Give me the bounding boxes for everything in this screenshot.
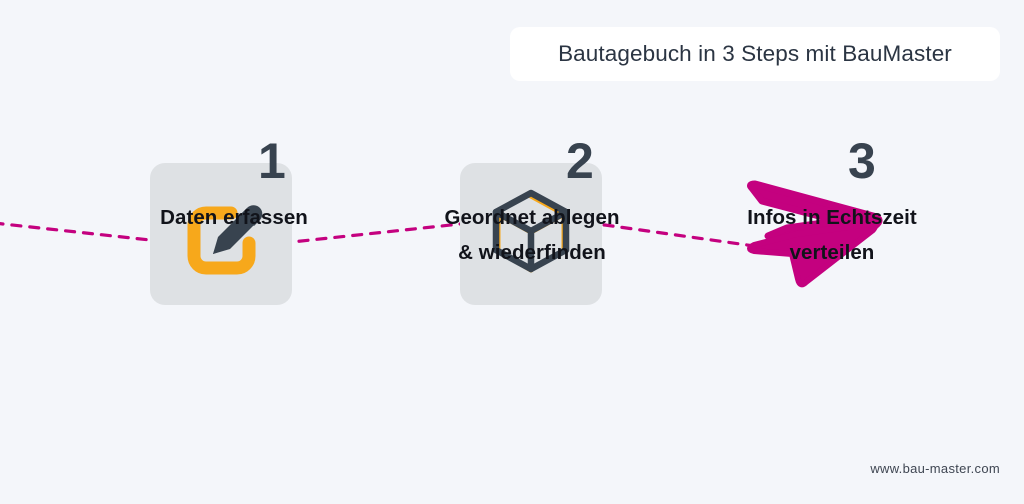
step-3-caption-line2: verteilen — [789, 241, 875, 265]
step-item-2: 2 — [420, 136, 644, 308]
cube-box-icon — [460, 163, 602, 305]
step-2-caption: Geordnet ablegen & wiederfinden — [420, 200, 644, 271]
step-1-caption: Daten erfassen — [122, 200, 346, 235]
step-2-caption-line1: Geordnet ablegen — [444, 206, 620, 229]
paper-plane-send-icon — [742, 174, 892, 294]
step-item-3: 3 — [720, 136, 944, 308]
step-3-caption-line1: Infos in Echtszeit — [747, 206, 917, 229]
step-1-visual: 1 — [122, 136, 346, 308]
title-card: Bautagebuch in 3 Steps mit BauMaster — [510, 27, 1000, 81]
step-2-caption-line2: & wiederfinden — [458, 241, 606, 265]
step-1-number: 1 — [258, 133, 286, 189]
step-item-1: 1 — [122, 136, 346, 308]
footer-website-url: www.bau-master.com — [870, 461, 1000, 476]
step-3-caption: Infos in Echtszeit verteilen — [720, 200, 944, 271]
step-1-caption-line1: Daten erfassen — [160, 206, 308, 229]
step-3-visual: 3 — [720, 136, 944, 308]
page-title: Bautagebuch in 3 Steps mit BauMaster — [558, 41, 952, 66]
step-2-number: 2 — [566, 133, 594, 189]
pencil-edit-icon — [150, 163, 292, 305]
step-2-visual: 2 — [420, 136, 644, 308]
step-3-number: 3 — [848, 133, 876, 189]
